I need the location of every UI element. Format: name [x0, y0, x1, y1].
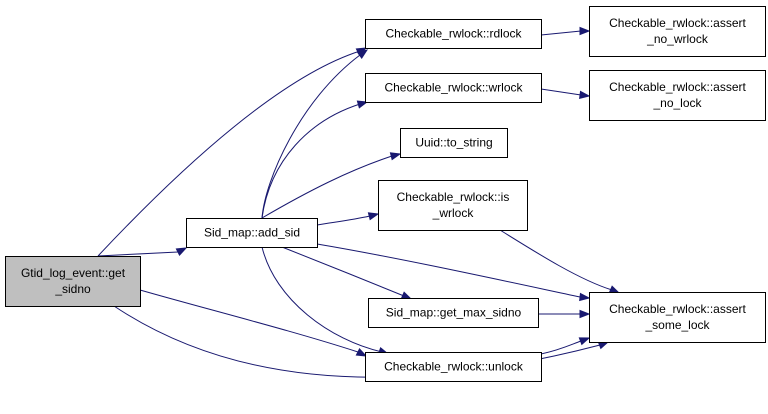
edge-line — [540, 340, 582, 355]
edge-line — [139, 289, 359, 353]
node-is-wrlock[interactable]: Checkable_rwlock::is_wrlock — [378, 180, 528, 231]
node-box — [186, 218, 318, 248]
node-label: _no_wrlock — [646, 32, 709, 46]
node-box — [365, 19, 542, 49]
edge-line — [316, 215, 371, 226]
edge-line — [540, 88, 582, 96]
edge-line — [281, 246, 405, 297]
edge-line — [97, 251, 179, 257]
node-label: Checkable_rwlock::unlock — [384, 360, 524, 374]
edge-line — [261, 246, 383, 353]
edge-add_sid-to-is_wrlock — [316, 212, 380, 226]
node-label: Gtid_log_event::get — [21, 266, 126, 280]
arrowhead-icon — [579, 26, 591, 36]
edge-line — [261, 155, 393, 219]
node-gtid[interactable]: Gtid_log_event::get_sidno — [5, 256, 141, 307]
node-assert-no-wrlock[interactable]: Checkable_rwlock::assert_no_wrlock — [589, 6, 766, 57]
arrowhead-icon — [579, 90, 591, 100]
edge-rdlock-to-assert_no_wrlock — [540, 26, 591, 36]
edge-wrlock-to-assert_no_lock — [540, 88, 591, 100]
node-label: Sid_map::add_sid — [204, 226, 300, 240]
edge-line — [261, 103, 361, 219]
call-nodes: Gtid_log_event::get_sidno Sid_map::add_si… — [5, 6, 766, 382]
node-unlock[interactable]: Checkable_rwlock::unlock — [365, 352, 542, 382]
edge-get_max_sidno-to-assert_some_lock — [538, 309, 591, 319]
arrowhead-icon — [400, 291, 413, 300]
edge-add_sid-to-rdlock — [261, 49, 369, 219]
node-label: Checkable_rwlock::assert — [609, 302, 746, 316]
edge-line — [97, 50, 361, 257]
edge-gtid-to-add_sid — [97, 247, 188, 257]
node-box — [589, 6, 766, 57]
node-add-sid[interactable]: Sid_map::add_sid — [186, 218, 318, 248]
arrowhead-icon — [356, 100, 369, 109]
node-label: _sidno — [54, 282, 91, 296]
node-box — [365, 73, 542, 103]
node-label: Sid_map::get_max_sidno — [386, 306, 522, 320]
node-label: _some_lock — [644, 318, 710, 332]
node-label: _no_lock — [652, 96, 702, 110]
arrowhead-icon — [578, 337, 591, 346]
node-label: Checkable_rwlock::is — [397, 190, 510, 204]
edge-line — [540, 30, 582, 36]
edge-unlock-to-assert_some_lock — [540, 337, 591, 355]
edge-add_sid-to-to_string — [261, 152, 402, 219]
edge-gtid-to-unlock — [139, 289, 368, 357]
node-box — [589, 292, 766, 343]
node-assert-some-lock[interactable]: Checkable_rwlock::assert_some_lock — [589, 292, 766, 343]
edge-line — [316, 243, 581, 298]
node-assert-no-lock[interactable]: Checkable_rwlock::assert_no_lock — [589, 70, 766, 121]
call-edges — [97, 26, 621, 378]
arrowhead-icon — [608, 285, 621, 294]
node-label: _wrlock — [432, 206, 475, 220]
node-rdlock[interactable]: Checkable_rwlock::rdlock — [365, 19, 542, 49]
node-get-max-sidno[interactable]: Sid_map::get_max_sidno — [368, 298, 539, 328]
node-label: Checkable_rwlock::wrlock — [384, 81, 523, 95]
node-box — [589, 70, 766, 121]
edge-add_sid-to-assert_some_lock — [316, 243, 591, 302]
node-box — [365, 352, 542, 382]
node-box — [400, 128, 508, 158]
node-label: Checkable_rwlock::rdlock — [385, 27, 522, 41]
arrowhead-icon — [579, 292, 591, 302]
arrowhead-icon — [355, 347, 368, 357]
arrowhead-icon — [175, 247, 188, 257]
node-box — [378, 180, 528, 231]
arrowhead-icon — [579, 309, 591, 319]
node-to-string[interactable]: Uuid::to_string — [400, 128, 508, 158]
edge-line — [499, 229, 613, 291]
arrowhead-icon — [389, 152, 402, 161]
node-label: Checkable_rwlock::assert — [609, 16, 746, 30]
arrowhead-icon — [356, 49, 369, 59]
node-label: Uuid::to_string — [415, 136, 492, 150]
node-label: Checkable_rwlock::assert — [609, 80, 746, 94]
edge-add_sid-to-get_max_sidno — [281, 246, 413, 300]
edge-line — [261, 54, 361, 219]
edge-add_sid-to-wrlock — [261, 100, 369, 219]
node-box — [368, 298, 539, 328]
node-wrlock[interactable]: Checkable_rwlock::wrlock — [365, 73, 542, 103]
node-box — [5, 256, 141, 307]
arrowhead-icon — [367, 212, 380, 221]
